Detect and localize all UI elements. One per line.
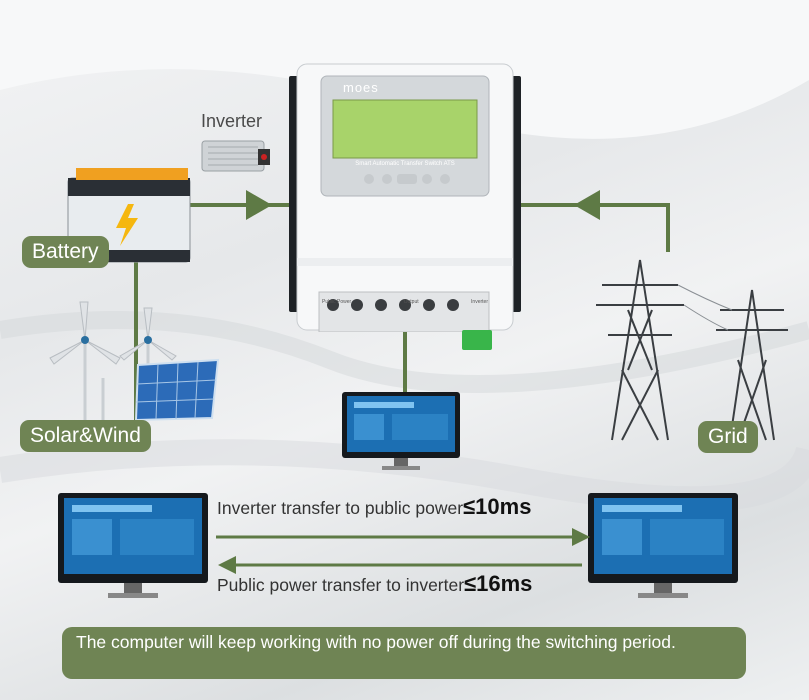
lightning-icon [116,204,138,246]
monitor-right [588,493,740,601]
arrow-right [572,528,590,546]
solar-wind-tag: Solar&Wind [20,420,151,452]
arrow-left [218,556,236,574]
ats-port-row: Public Power Output Inverter [322,299,488,305]
green-terminal [462,330,492,350]
ats-device [289,62,521,333]
port-label-inverter: Inverter [471,299,488,305]
inverter-label: Inverter [201,111,263,131]
solar-wind-device [40,300,230,445]
grid-tag: Grid [698,421,758,453]
transfer-to-public: Inverter transfer to public power≤10ms [217,494,531,520]
monitor-left [58,493,210,601]
bottom-note: The computer will keep working with no p… [62,627,746,679]
port-label-public-power: Public Power [322,299,352,305]
battery-tag: Battery [22,236,109,268]
arrow-from-grid [574,190,600,220]
monitor-center [342,392,462,470]
transfer-to-public-time: ≤10ms [463,494,532,519]
ats-lcd-title: Smart Automatic Transfer Switch ATS [355,161,455,167]
port-label-output: Output [403,299,419,305]
transfer-to-public-text: Inverter transfer to public power [217,498,464,518]
inverter-device [200,135,270,172]
transfer-to-inverter: Public power transfer to inverter≤16ms [217,571,532,597]
ats-brand: MOES [343,80,379,95]
transfer-to-inverter-time: ≤16ms [464,571,533,596]
lcd-screen [332,99,478,159]
transfer-to-inverter-text: Public power transfer to inverter [217,575,465,595]
arrow-to-ats [246,190,272,220]
